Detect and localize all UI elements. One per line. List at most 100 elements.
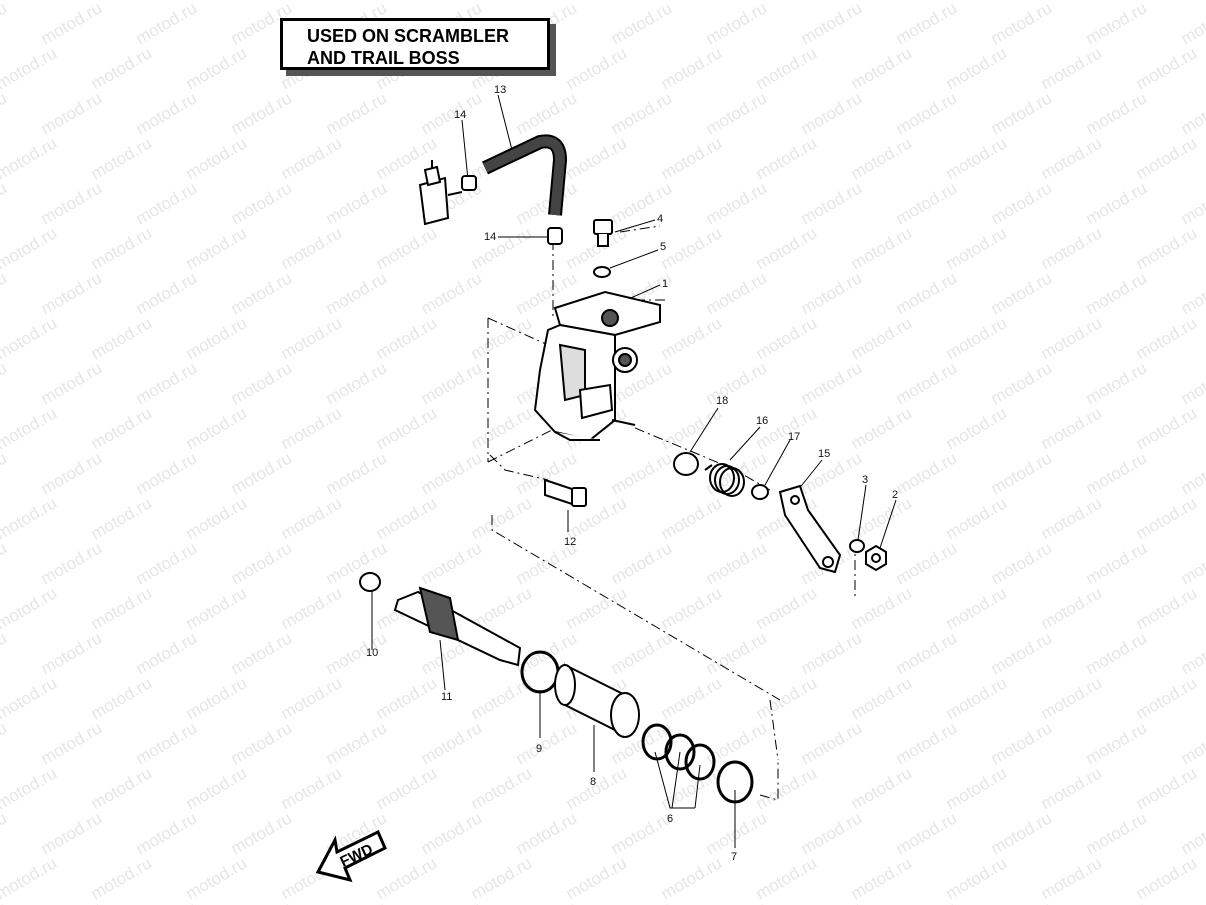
watermark-text: motod.ru [1178, 538, 1206, 588]
watermark-text: motod.ru [373, 223, 441, 273]
watermark-text: motod.ru [893, 538, 961, 588]
application-note-box: USED ON SCRAMBLER AND TRAIL BOSS [280, 18, 550, 70]
watermark-text: motod.ru [753, 223, 821, 273]
watermark-text: motod.ru [988, 718, 1056, 768]
watermark-text: motod.ru [513, 178, 581, 228]
watermark-text: motod.ru [563, 133, 631, 183]
watermark-text: motod.ru [0, 763, 60, 813]
watermark-text: motod.ru [848, 313, 916, 363]
watermark-text: motod.ru [798, 358, 866, 408]
note-line-1: USED ON SCRAMBLER [307, 26, 510, 46]
callout-2: 2 [892, 489, 898, 501]
watermark-text: motod.ru [0, 538, 10, 588]
watermark-text: motod.ru [893, 628, 961, 678]
watermark-text: motod.ru [563, 763, 631, 813]
watermark-text: motod.ru [228, 898, 296, 905]
watermark-text: motod.ru [563, 853, 631, 903]
watermark-text: motod.ru [1038, 133, 1106, 183]
sleeve-8 [554, 663, 640, 738]
watermark-text: motod.ru [1083, 178, 1151, 228]
watermark-text: motod.ru [893, 448, 961, 498]
watermark-text: motod.ru [1178, 268, 1206, 318]
watermark-text: motod.ru [1083, 538, 1151, 588]
washer-17 [751, 484, 769, 500]
watermark-text: motod.ru [373, 673, 441, 723]
watermark-text: motod.ru [988, 808, 1056, 858]
watermark-text: motod.ru [1038, 493, 1106, 543]
watermark-text: motod.ru [943, 43, 1011, 93]
watermark-text: motod.ru [753, 763, 821, 813]
watermark-text: motod.ru [0, 313, 60, 363]
watermark-text: motod.ru [798, 268, 866, 318]
callout-15: 15 [818, 448, 830, 460]
watermark-text: motod.ru [373, 853, 441, 903]
watermark-text: motod.ru [133, 178, 201, 228]
watermark-text: motod.ru [943, 583, 1011, 633]
watermark-text: motod.ru [183, 583, 251, 633]
watermark-text: motod.ru [0, 808, 10, 858]
watermark-text: motod.ru [658, 493, 726, 543]
callout-1: 1 [662, 278, 668, 290]
watermark-text: motod.ru [183, 133, 251, 183]
watermark-text: motod.ru [183, 763, 251, 813]
watermark-text: motod.ru [133, 0, 201, 48]
watermark-text: motod.ru [228, 88, 296, 138]
watermark-text: motod.ru [703, 0, 771, 48]
callout-10: 10 [366, 647, 378, 659]
watermark-text: motod.ru [228, 268, 296, 318]
watermark-text: motod.ru [848, 223, 916, 273]
watermark-text: motod.ru [418, 718, 486, 768]
watermark-text: motod.ru [418, 268, 486, 318]
watermark-text: motod.ru [323, 718, 391, 768]
watermark-text: motod.ru [608, 0, 676, 48]
bushing-18 [673, 452, 699, 476]
watermark-text: motod.ru [88, 133, 156, 183]
watermark-text: motod.ru [373, 403, 441, 453]
watermark-text: motod.ru [133, 898, 201, 905]
watermark-text: motod.ru [893, 718, 961, 768]
callout-6: 6 [667, 813, 673, 825]
watermark-text: motod.ru [0, 718, 10, 768]
watermark-text: motod.ru [848, 853, 916, 903]
watermark-text: motod.ru [1133, 493, 1201, 543]
callout-13: 13 [494, 84, 506, 96]
watermark-text: motod.ru [703, 898, 771, 905]
watermark-text: motod.ru [373, 763, 441, 813]
watermark-text: motod.ru [703, 268, 771, 318]
watermark-text: motod.ru [323, 898, 391, 905]
watermark-text: motod.ru [418, 808, 486, 858]
watermark-text: motod.ru [0, 493, 60, 543]
note-line-2: AND TRAIL BOSS [307, 48, 460, 68]
watermark-text: motod.ru [278, 493, 346, 543]
watermark-text: motod.ru [893, 358, 961, 408]
watermark-text: motod.ru [798, 808, 866, 858]
watermark-text: motod.ru [133, 718, 201, 768]
watermark-text: motod.ru [88, 583, 156, 633]
watermark-text: motod.ru [278, 133, 346, 183]
watermark-text: motod.ru [88, 763, 156, 813]
watermark-text: motod.ru [228, 808, 296, 858]
watermark-text: motod.ru [1038, 763, 1106, 813]
watermark-text: motod.ru [0, 448, 10, 498]
watermark-text: motod.ru [373, 493, 441, 543]
watermark-text: motod.ru [183, 673, 251, 723]
watermark-text: motod.ru [1083, 448, 1151, 498]
watermark-text: motod.ru [88, 223, 156, 273]
washer-10 [359, 572, 381, 592]
watermark-text: motod.ru [0, 673, 60, 723]
watermark-text: motod.ru [278, 223, 346, 273]
watermark-text: motod.ru [563, 43, 631, 93]
watermark-text: motod.ru [703, 628, 771, 678]
watermark-text: motod.ru [0, 403, 60, 453]
watermark-text: motod.ru [418, 538, 486, 588]
watermark-text: motod.ru [988, 538, 1056, 588]
hose-clamp-lower [547, 227, 563, 245]
watermark-text: motod.ru [468, 763, 536, 813]
watermark-text: motod.ru [183, 493, 251, 543]
watermark-text: motod.ru [1083, 88, 1151, 138]
watermark-text: motod.ru [848, 493, 916, 543]
watermark-text: motod.ru [323, 358, 391, 408]
watermark-text: motod.ru [1038, 853, 1106, 903]
watermark-text: motod.ru [88, 313, 156, 363]
control-lever-15 [778, 484, 842, 574]
